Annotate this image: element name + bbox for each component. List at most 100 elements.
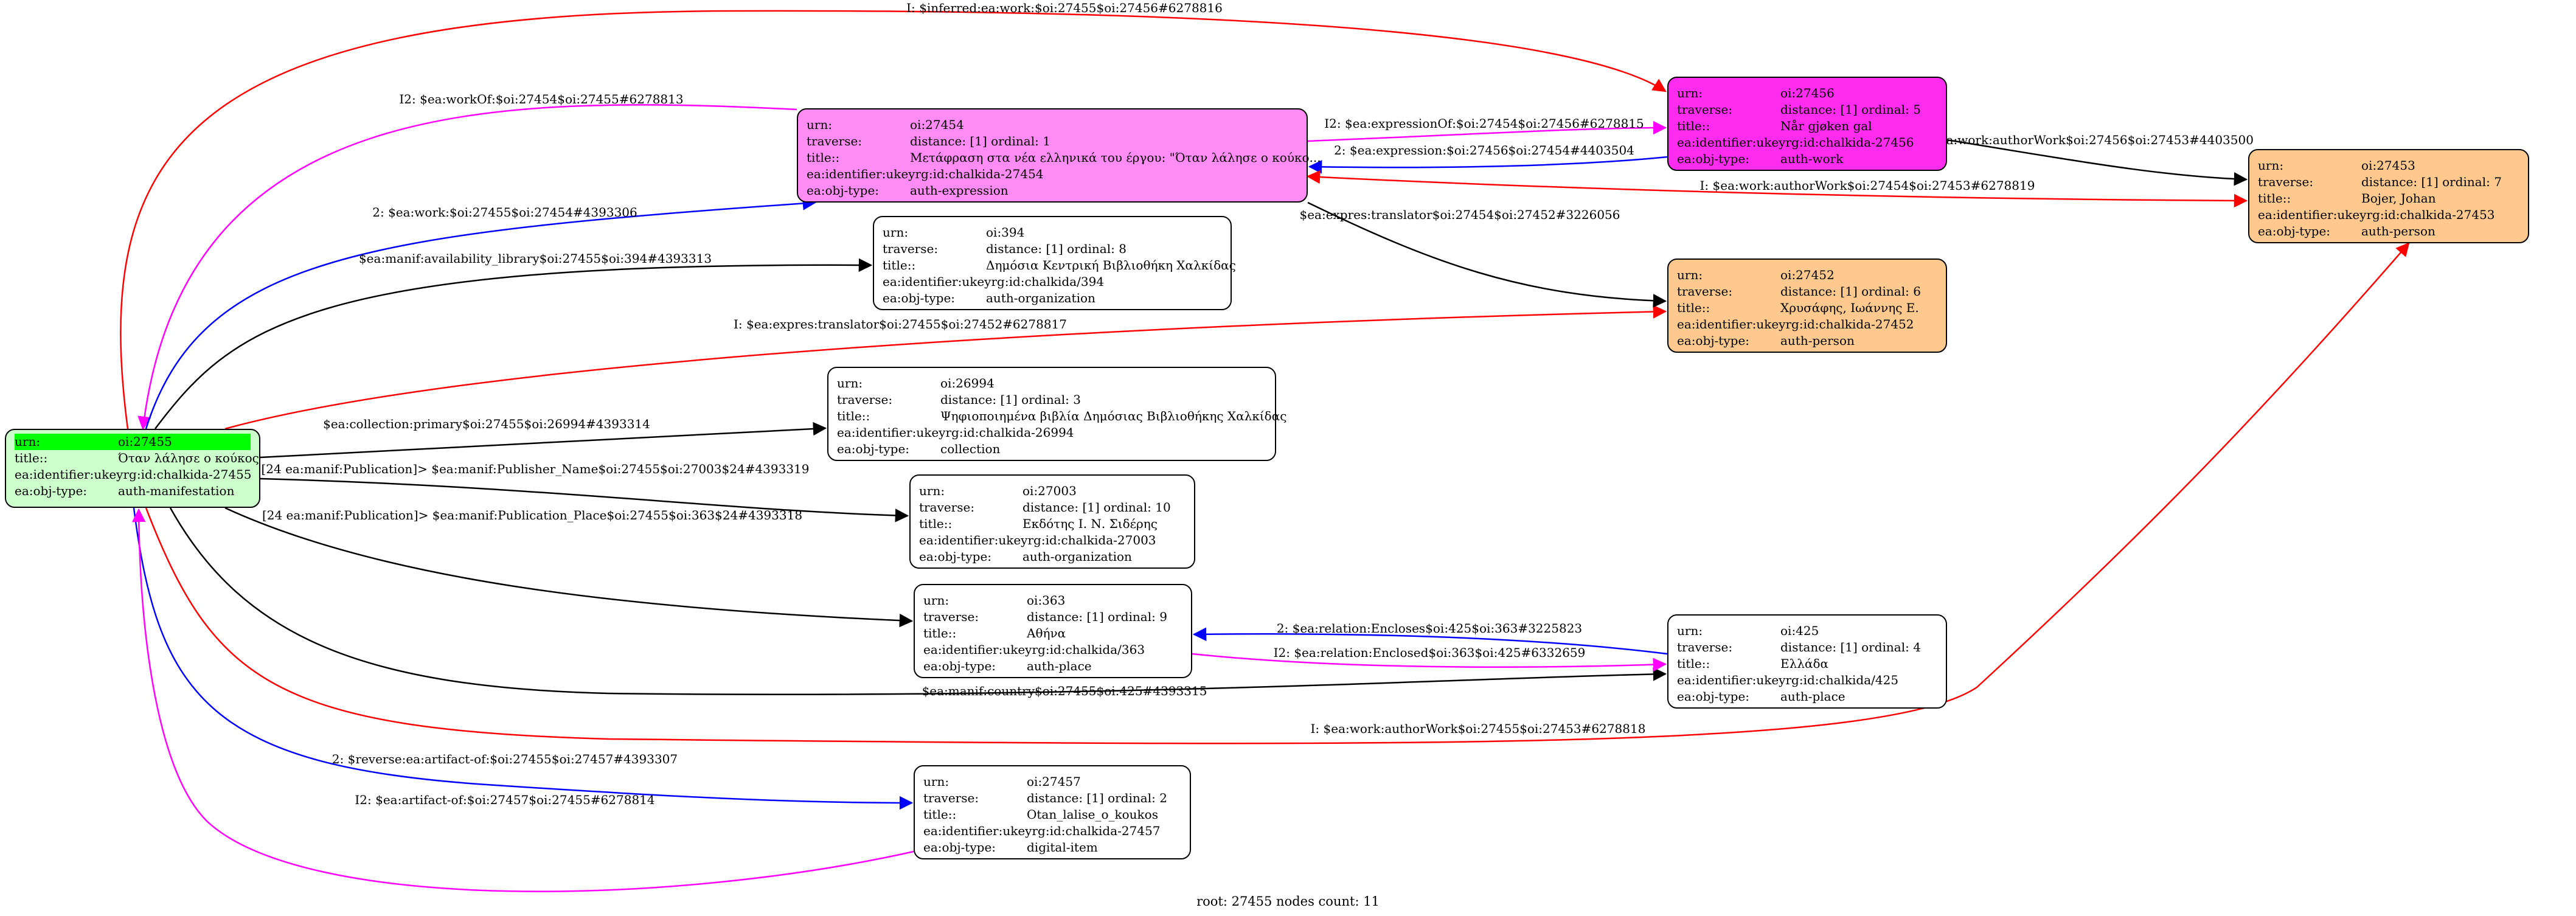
node-field-row: traverse:distance: [1] ordinal: 10 — [919, 499, 1186, 516]
node-field-row: urn:oi:27457 — [923, 774, 1181, 790]
field-value: Χρυσάφης, Ιωάννης Ε. — [1780, 300, 1919, 315]
field-value: rg:id:chalkida-26994 — [945, 425, 1074, 440]
field-value: distance: [1] ordinal: 6 — [1780, 284, 1921, 299]
edge-line-e3 — [145, 196, 817, 429]
field-value: rg:id:chalkida/425 — [1785, 673, 1899, 687]
field-value: oi:363 — [1027, 593, 1066, 608]
field-value: rg:id:chalkida-27003 — [1027, 533, 1156, 547]
node-field-row: ea:obj-type:digital-item — [923, 839, 1181, 856]
field-value: oi:27456 — [1780, 86, 1835, 100]
field-key: title:: — [883, 258, 916, 272]
edge-line-e5 — [224, 305, 1667, 430]
field-value: auth-organization — [1022, 549, 1132, 564]
field-value: distance: [1] ordinal: 2 — [1027, 791, 1167, 805]
field-value: distance: [1] ordinal: 8 — [986, 241, 1127, 256]
field-key: ea:identifier:ukey — [1677, 135, 1786, 150]
field-value: Når gjøken gal — [1780, 119, 1872, 133]
field-key: title:: — [1677, 119, 1710, 133]
field-value: Δημόσια Κεντρική Βιβλιοθήκη Χαλκίδας — [986, 258, 1236, 272]
edge-label-e6: $ea:collection:primary$oi:27455$oi:26994… — [323, 417, 650, 431]
node-field-row: traverse:distance: [1] ordinal: 8 — [883, 241, 1222, 257]
edge-label-e2: I2: $ea:workOf:$oi:27454$oi:27455#627881… — [399, 92, 683, 106]
field-key: ea:obj-type: — [1677, 689, 1750, 704]
field-value: rg:id:chalkida-27456 — [1785, 135, 1914, 150]
field-value: Otan_lalise_o_koukos — [1027, 807, 1158, 822]
field-value: auth-manifestation — [118, 484, 235, 498]
node-field-row: ea:obj-type: auth-place — [1677, 689, 1937, 705]
field-value: Μετάφραση στα νέα ελληνικά του έργου: "Ό… — [910, 150, 1321, 165]
node-field-row: traverse:distance: [1] ordinal: 2 — [923, 790, 1181, 807]
field-key: ea:identifier:ukey — [1677, 673, 1786, 687]
node-oi-363[interactable]: urn: oi:363 traverse: distance: [1] ordinal… — [914, 584, 1192, 678]
field-key: urn: — [837, 376, 863, 390]
edge-label-e19: I2: $ea:relation:Enclosed$oi:363$oi:425#… — [1274, 645, 1586, 660]
field-key: urn: — [919, 484, 945, 498]
node-field-row: title::Når gjøken gal — [1677, 118, 1937, 134]
field-key: title:: — [923, 626, 957, 640]
field-key: ea:obj-type: — [883, 291, 956, 305]
field-key: urn: — [923, 774, 950, 789]
node-field-row: title::Εκδότης Ι. Ν. Σιδέρης — [919, 516, 1186, 532]
field-key: urn: — [923, 593, 950, 608]
edge-label-e14: 2: $ea:expression:$oi:27456$oi:27454#440… — [1334, 143, 1634, 158]
field-key: ea:identifier:ukey — [15, 467, 123, 482]
edge-line-e9 — [169, 507, 1667, 696]
edge-line-e8 — [224, 507, 914, 628]
node-field-row: ea:obj-type:auth-manifestation — [15, 483, 251, 499]
edge-label-e15: I: $ea:work:authorWork$oi:27454$oi:27453… — [1700, 178, 2035, 193]
edge-label-e11: 2: $reverse:ea:artifact-of:$oi:27455$oi:… — [332, 752, 678, 766]
edge-line-e18 — [1192, 627, 1668, 655]
field-value: digital-item — [1027, 840, 1098, 855]
edge-label-e13: I2: $ea:expressionOf:$oi:27454$oi:27456#… — [1324, 116, 1644, 131]
field-key: title:: — [2258, 191, 2291, 206]
field-value: Αθήνα — [1027, 626, 1066, 640]
field-key: ea:identifier:ukey — [883, 274, 991, 289]
field-key: traverse: — [837, 392, 893, 407]
edge-label-e18: 2: $ea:relation:Encloses$oi:425$oi:363#3… — [1277, 621, 1582, 636]
field-value: Εκδότης Ι. Ν. Σιδέρης — [1022, 516, 1158, 531]
field-key: urn: — [883, 225, 909, 240]
graph-footer: root: 27455 nodes count: 11 — [1196, 894, 1380, 909]
field-key: ea:obj-type: — [2258, 224, 2331, 238]
field-value: rg:id:chalkida-27457 — [1032, 824, 1161, 838]
edge-label-e7: [24 ea:manif:Publication]> $ea:manif:Pub… — [261, 462, 809, 476]
node-field-row: ea:obj-type:auth-person — [1677, 333, 1937, 349]
edge-line-e16 — [1307, 201, 1667, 308]
node-field-row: ea:obj-type:auth-expression — [807, 182, 1298, 199]
node-field-row: title::Ψηφιοποιημένα βιβλία Δημόσιας Βιβ… — [837, 408, 1286, 425]
edge-line-e13 — [1307, 120, 1667, 142]
node-field-row: urn:oi:27456 — [1677, 85, 1937, 102]
node-field-row: traverse:distance: [1] ordinal: 1 — [807, 133, 1298, 150]
edge-line-e14 — [1308, 156, 1668, 174]
field-value: distance: [1] ordinal: 9 — [1027, 609, 1167, 624]
field-key: traverse: — [923, 609, 979, 624]
node-field-row: title::Μετάφραση στα νέα ελληνικά του έρ… — [807, 150, 1321, 166]
field-key: ea:identifier:ukey — [1677, 317, 1786, 331]
field-key: ea:identifier:ukey — [837, 425, 946, 440]
node-field-row: title::Αθήνα — [923, 625, 1182, 642]
edge-label-e16: $ea:expres:translator$oi:27454$oi:27452#… — [1299, 207, 1620, 222]
node-field-row: traverse: distance: [1] ordinal: 9 — [923, 609, 1182, 625]
node-field-row: ea:obj-type:auth-organization — [919, 549, 1186, 565]
field-value: rg:id:chalkida-27452 — [1785, 317, 1914, 331]
field-value: auth-place — [1780, 689, 1845, 704]
field-value: oi:394 — [986, 225, 1025, 240]
field-value: Ψηφιοποιημένα βιβλία Δημόσιας Βιβλιοθήκη… — [940, 409, 1287, 423]
field-value: oi:27453 — [2361, 158, 2415, 173]
field-key: traverse: — [2258, 175, 2314, 189]
node-field-row: title::Δημόσια Κεντρική Βιβλιοθήκη Χαλκί… — [883, 257, 1236, 274]
field-key: ea:identifier:ukey — [919, 533, 1028, 547]
